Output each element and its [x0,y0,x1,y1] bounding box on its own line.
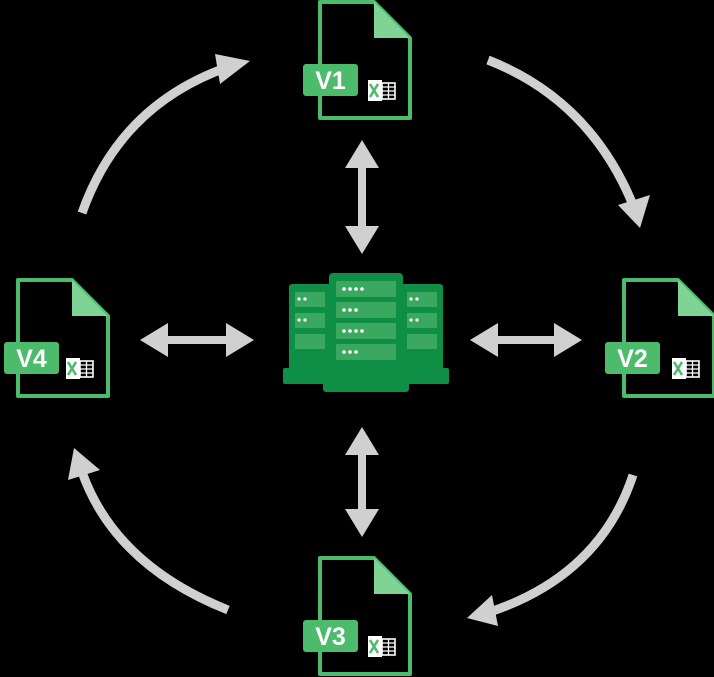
server-rack-icon [283,273,449,392]
sync-arrow-right [470,323,582,357]
sync-arrow-left [140,323,254,357]
cycle-arrow-v3-to-v4 [68,448,230,615]
file-v4: V4 [4,278,110,398]
file-v3: V3 [303,556,412,676]
cycle-arrow-v2-to-v3 [467,473,638,626]
file-v2-label: V2 [617,345,648,373]
cycle-arrow-v1-to-v2 [486,55,650,228]
sync-arrow-bottom [345,427,379,537]
sync-arrow-top [345,140,379,254]
file-v2: V2 [605,278,714,398]
file-v1-label: V1 [315,67,346,95]
cycle-arrow-v4-to-v1 [77,54,250,215]
file-v4-label: V4 [16,345,47,373]
file-v1: V1 [303,0,412,120]
file-v3-label: V3 [315,623,346,651]
